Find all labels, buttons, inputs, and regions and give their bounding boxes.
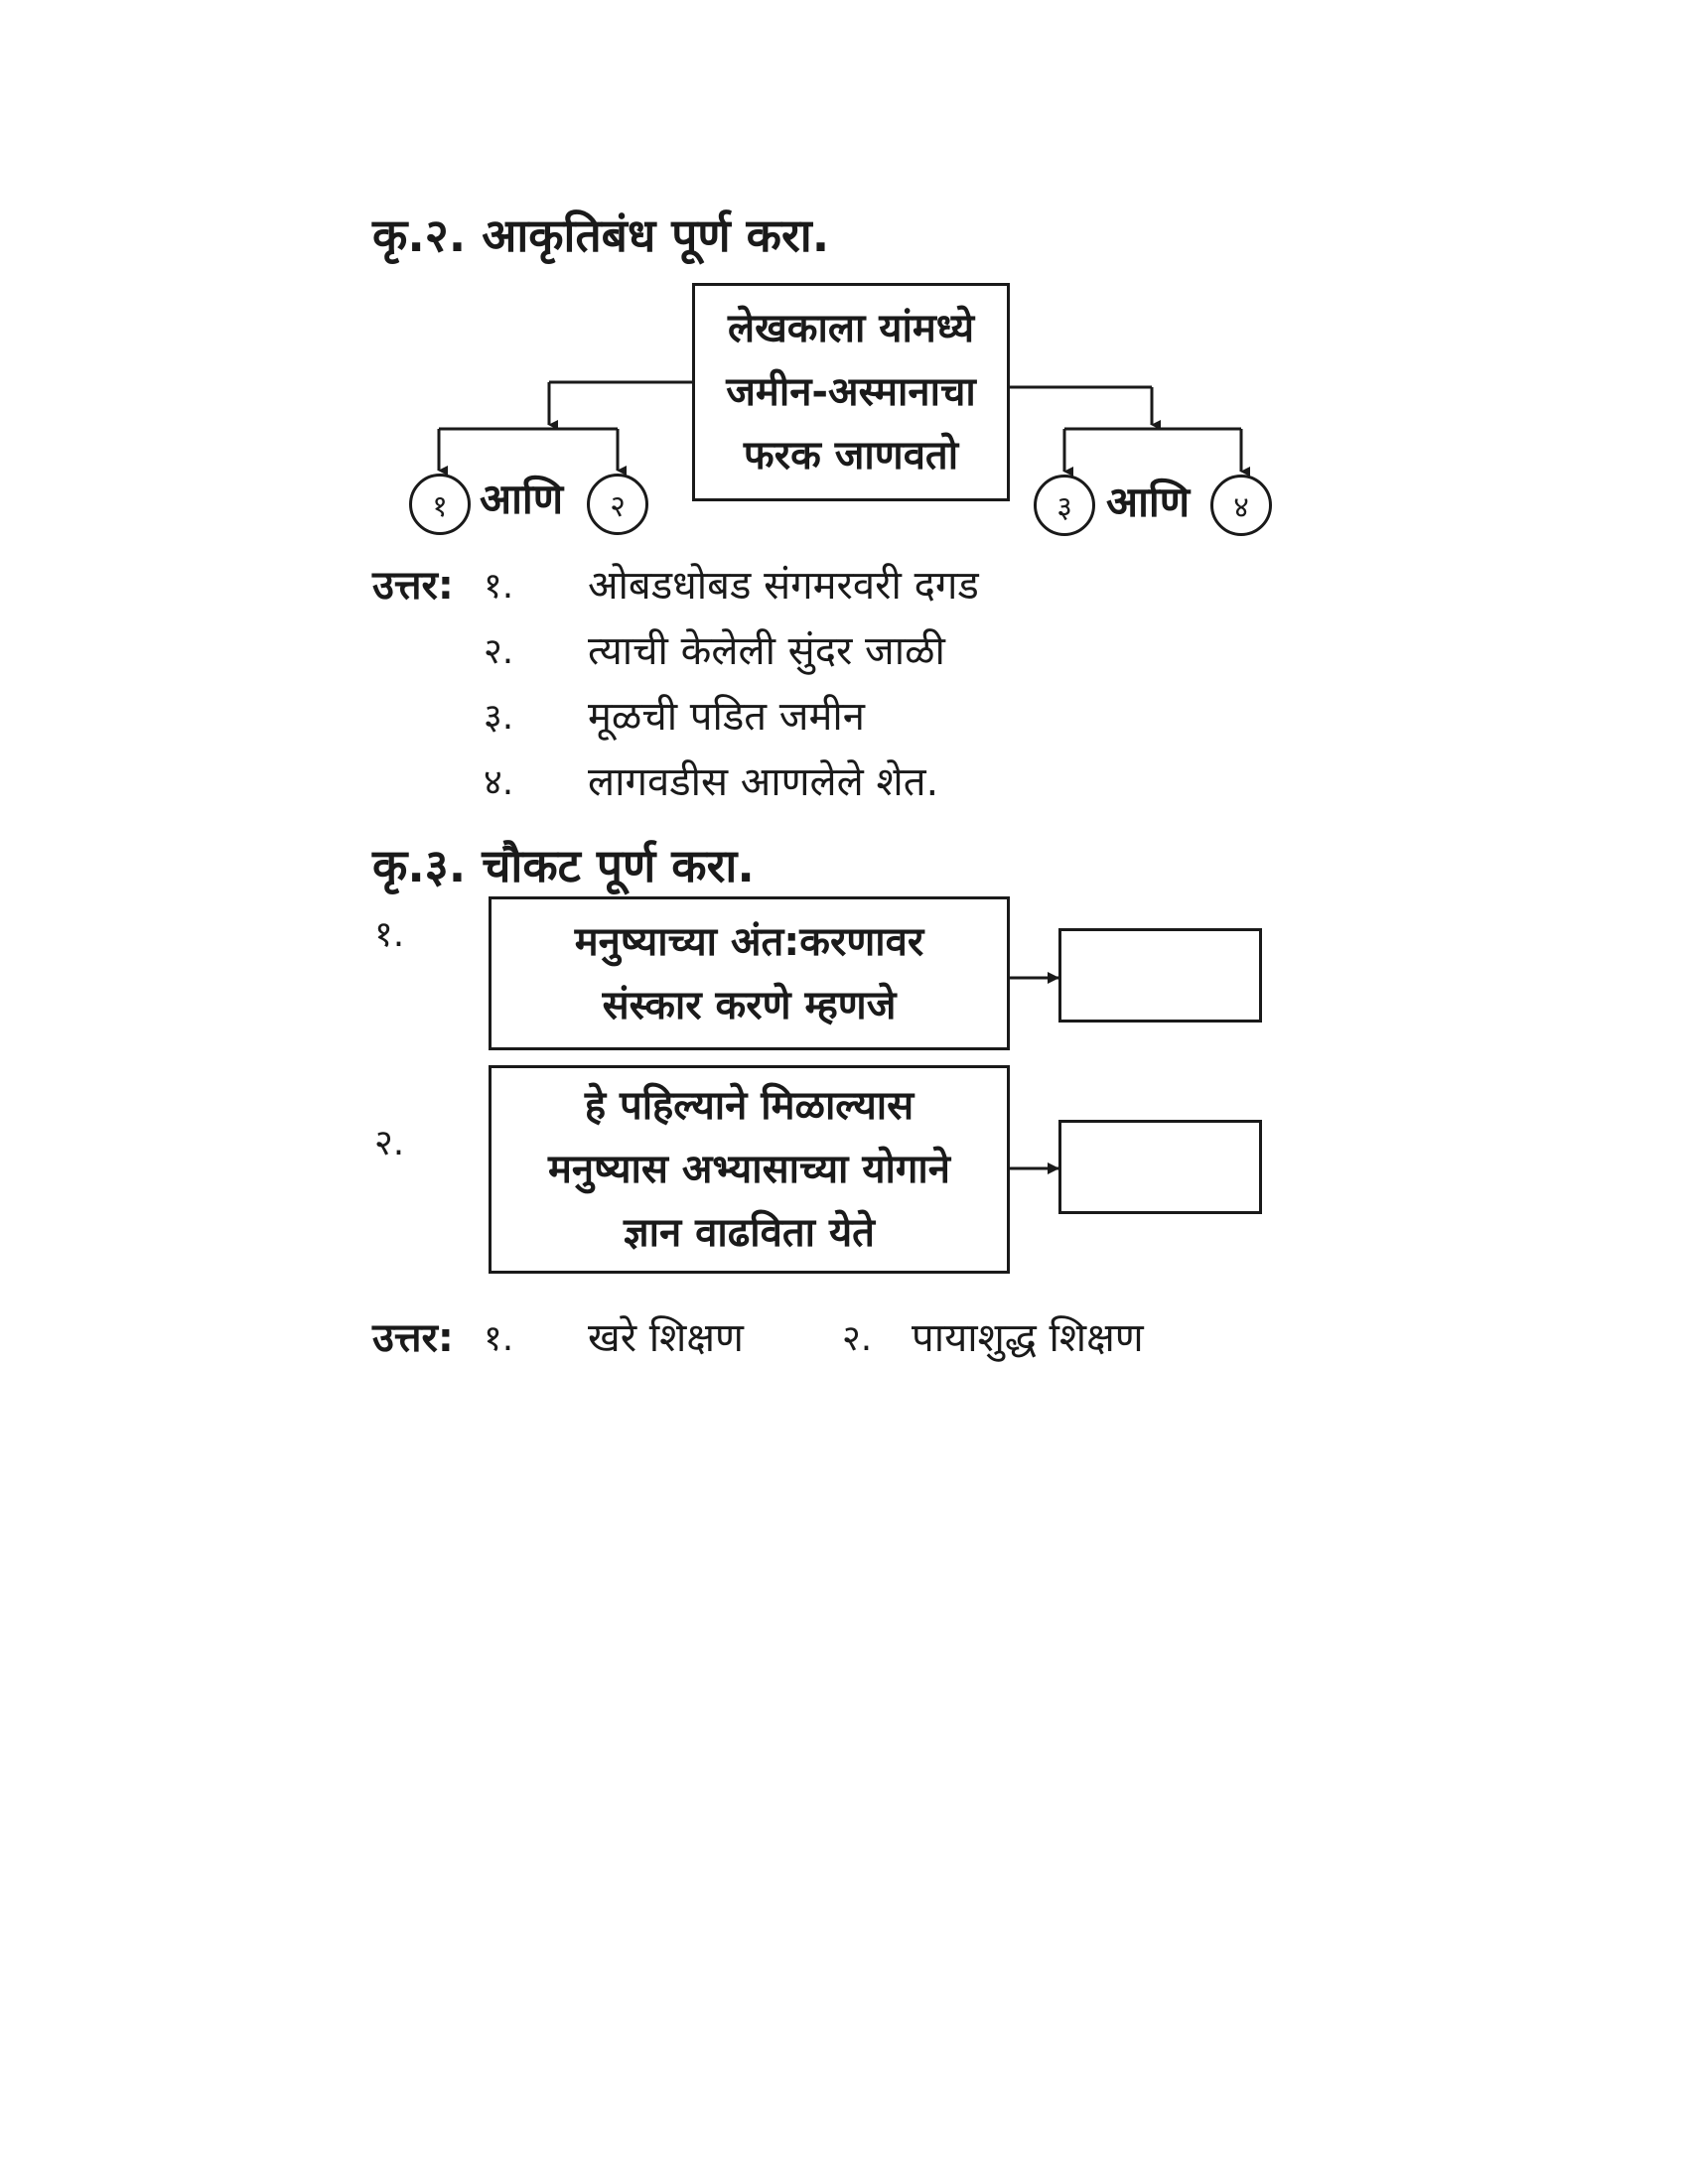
q3-heading: कृ.३. चौकट पूर्ण करा. [372,839,755,892]
prompt-box-2: हे पहिल्याने मिळाल्यास मनुष्यास अभ्यासाच… [489,1065,1010,1274]
answer-box-2[interactable] [1058,1120,1262,1214]
answer-number: ३. [484,697,514,738]
item-number: २. [374,1123,405,1163]
prompt-line: मनुष्यास अभ्यासाच्या योगाने [548,1147,950,1192]
answer-number: २. [484,631,514,672]
answer-text: लागवडीस आणलेले शेत. [588,759,939,805]
answer-text: पायाशुद्ध शिक्षण [912,1315,1144,1361]
answer-number: १. [484,1318,514,1359]
answer-text: मूळची पडित जमीन [588,694,865,740]
answer-text: त्याची केलेली सुंदर जाळी [588,628,945,674]
answer-label: उत्तर: [372,1315,454,1361]
item-number: १. [374,914,405,955]
answer-label: उत्तर: [372,563,454,609]
circle-2: २ [587,474,648,535]
prompt-box-1: मनुष्याच्या अंत:करणावर संस्कार करणे म्हण… [489,896,1010,1050]
connector-text: आणि [480,475,564,523]
q2-heading: कृ.२. आकृतिबंध पूर्ण करा. [372,208,830,262]
circle-1: १ [409,474,471,535]
answer-box-1[interactable] [1058,928,1262,1023]
answer-text: ओबडधोबड संगमरवरी दगड [588,563,979,609]
answer-number: २. [842,1318,873,1359]
center-box-line: जमीन-अस्मानाचा [726,369,976,415]
circle-4: ४ [1210,475,1272,536]
answer-number: ४. [484,762,514,803]
prompt-line: हे पहिल्याने मिळाल्यास [584,1083,914,1129]
center-box: लेखकाला यांमध्ये जमीन-अस्मानाचा फरक जाणव… [692,283,1010,501]
prompt-line: संस्कार करणे म्हणजे [602,982,897,1028]
connector-text: आणि [1106,478,1191,526]
prompt-line: मनुष्याच्या अंत:करणावर [574,918,924,965]
center-box-line: फरक जाणवतो [743,433,959,478]
answer-text: खरे शिक्षण [588,1315,744,1361]
circle-3: ३ [1034,475,1095,536]
prompt-line: ज्ञान वाढविता येते [624,1210,875,1256]
center-box-line: लेखकाला यांमध्ये [727,306,975,351]
answer-number: १. [484,566,514,607]
